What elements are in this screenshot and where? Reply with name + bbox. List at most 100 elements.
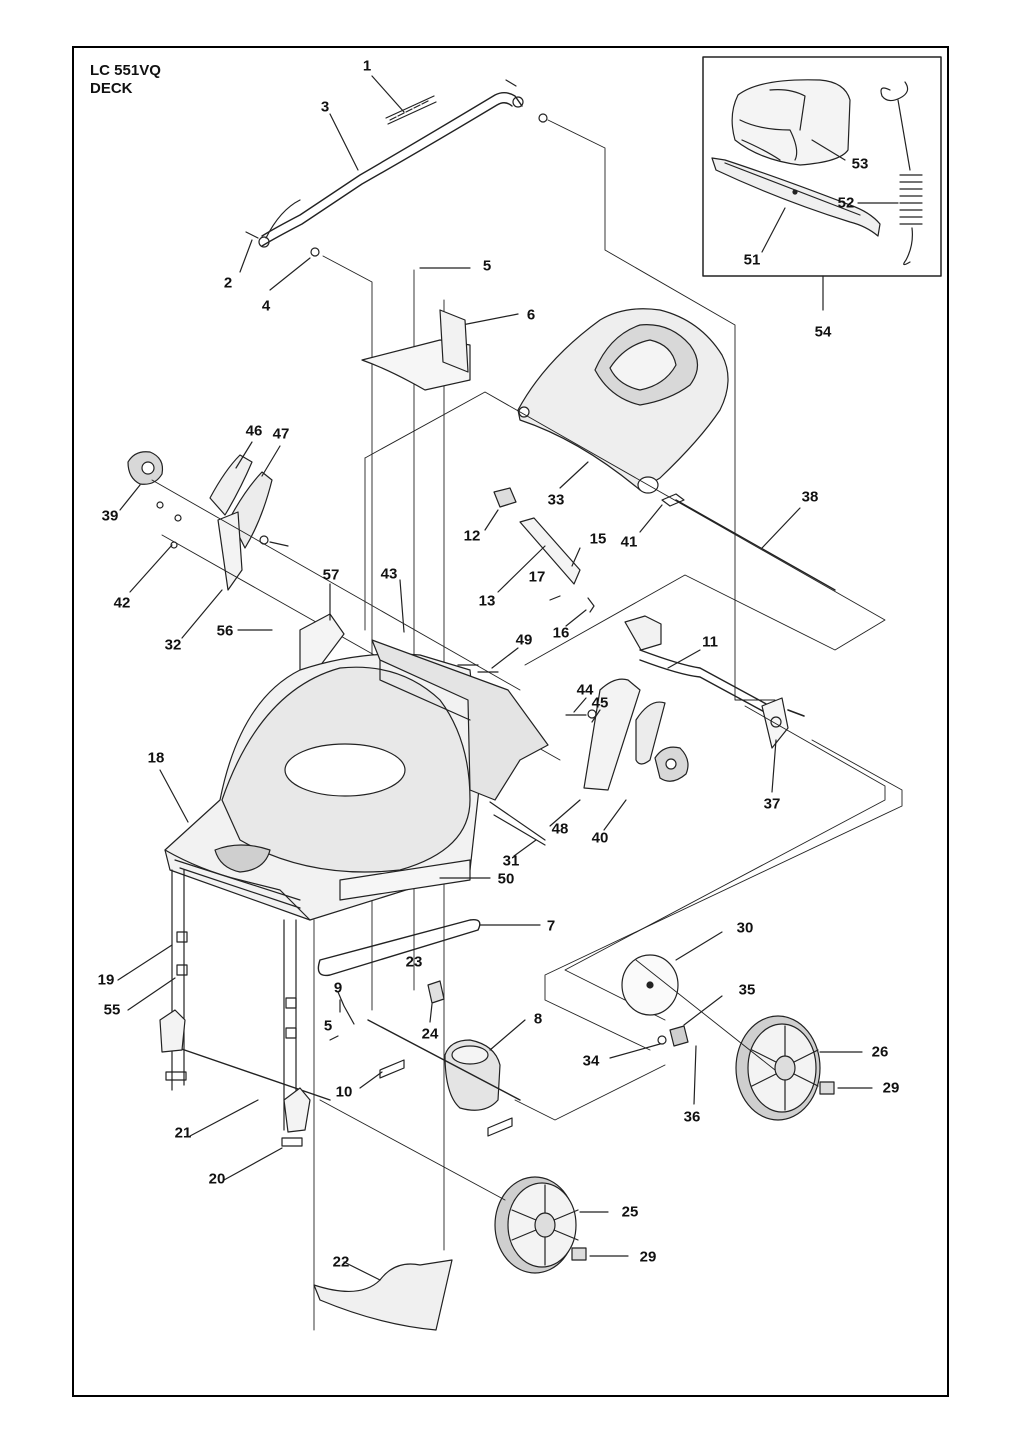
inset-box (702, 56, 942, 277)
bolt-2 (245, 231, 259, 239)
nut-l2 (174, 514, 182, 522)
leader-16 (565, 609, 587, 627)
spring-16 (587, 597, 595, 613)
leader-21 (189, 1099, 259, 1137)
callout-20: 20 (208, 1170, 226, 1188)
leader-46 (235, 441, 253, 469)
spring-41 (661, 493, 685, 507)
callout-48: 48 (551, 820, 569, 838)
knob-39 (127, 451, 164, 485)
callout-24: 24 (421, 1025, 439, 1043)
wheel-25 (494, 1176, 579, 1274)
axis-front (151, 479, 521, 691)
gear-35 (669, 1025, 689, 1047)
leader-10 (359, 1071, 383, 1089)
callout-36: 36 (683, 1108, 701, 1126)
callout-50: 50 (497, 870, 515, 888)
lever-48 (583, 678, 641, 791)
callout-47: 47 (272, 425, 290, 443)
plate-6 (361, 309, 471, 391)
handle-3 (258, 92, 524, 248)
bracket-37 (761, 697, 805, 749)
leader-53 (811, 139, 846, 161)
diagram-frame (72, 46, 949, 1397)
spring-52 (880, 81, 923, 266)
axle-rear (635, 959, 776, 1071)
callout-40: 40 (591, 829, 609, 847)
callout-38: 38 (801, 488, 819, 506)
leader-2 (239, 239, 253, 273)
flap-22 (313, 1259, 453, 1331)
leader-1 (371, 75, 405, 113)
callout-17: 17 (528, 568, 546, 586)
callout-29-front: 29 (639, 1248, 657, 1266)
callout-53: 53 (851, 155, 869, 173)
callout-46: 46 (245, 422, 263, 440)
section-name: DECK (90, 80, 133, 97)
leader-37 (771, 739, 777, 793)
leader-42 (129, 544, 173, 593)
leader-11 (667, 649, 701, 669)
callout-13: 13 (478, 592, 496, 610)
leader-6 (461, 313, 519, 326)
callout-2: 2 (223, 274, 233, 292)
clip-12 (493, 487, 517, 508)
callout-26: 26 (871, 1043, 889, 1061)
leader-8 (489, 1019, 526, 1051)
callout-41: 41 (620, 533, 638, 551)
leader-44 (573, 697, 587, 713)
callout-7: 7 (546, 917, 556, 935)
washer-34 (657, 1035, 667, 1045)
bolt-5b (329, 1035, 339, 1041)
knob-40 (654, 746, 689, 782)
callout-54: 54 (814, 323, 832, 341)
rear-flap-frame (159, 869, 331, 1147)
callout-34: 34 (582, 1052, 600, 1070)
callout-18: 18 (147, 749, 165, 767)
callout-30: 30 (736, 919, 754, 937)
leader-12 (484, 509, 499, 531)
plate-46 (209, 454, 253, 516)
callout-57: 57 (322, 566, 340, 584)
callout-21: 21 (174, 1124, 192, 1142)
leader-45 (591, 709, 601, 723)
leader-36 (693, 1045, 697, 1105)
callout-37: 37 (763, 795, 781, 813)
callout-16: 16 (552, 624, 570, 642)
callout-33: 33 (547, 491, 565, 509)
guide-cover (364, 391, 886, 666)
callout-43: 43 (380, 565, 398, 583)
wheel-26 (735, 1015, 821, 1121)
axle-front (319, 1099, 506, 1201)
callout-6: 6 (526, 306, 536, 324)
callout-11: 11 (702, 633, 718, 651)
callout-31: 31 (502, 852, 520, 870)
bracket-rear (487, 1117, 513, 1137)
blade-51 (711, 157, 881, 237)
leader-43 (399, 579, 405, 633)
callout-12: 12 (463, 527, 481, 545)
belt-7 (317, 919, 481, 977)
leader-3 (329, 113, 359, 171)
leader-55 (127, 977, 176, 1011)
washer-4 (310, 247, 320, 257)
callout-55: 55 (103, 1001, 121, 1019)
diagram-title: LC 551VQ DECK (90, 62, 161, 98)
leader-39 (119, 484, 141, 511)
bracket-13 (519, 517, 581, 585)
gearbox-8 (367, 1019, 521, 1111)
leader-47 (261, 445, 281, 477)
leader-24 (429, 1003, 433, 1023)
leader-41 (639, 504, 663, 533)
leader-31 (513, 839, 537, 857)
bolts-49 (457, 664, 499, 673)
callout-10: 10 (335, 1083, 353, 1101)
switch-24 (427, 980, 445, 1004)
callout-39: 39 (101, 507, 119, 525)
leader-34 (609, 1043, 661, 1059)
callout-49: 49 (515, 631, 533, 649)
leader-13 (497, 545, 546, 593)
callout-56: 56 (216, 622, 234, 640)
callout-44: 44 (576, 681, 594, 699)
